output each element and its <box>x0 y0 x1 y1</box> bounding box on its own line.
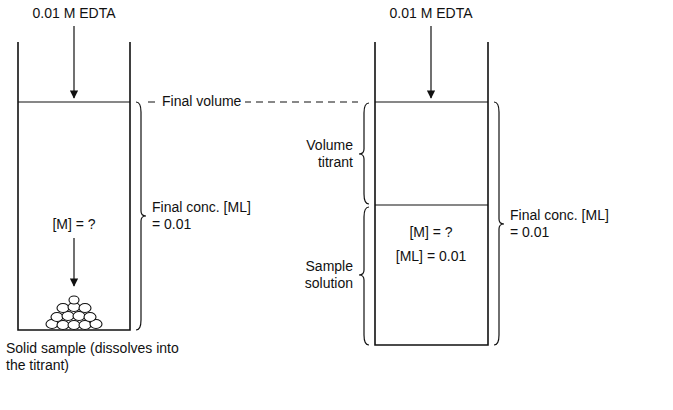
liquid-level <box>375 204 488 205</box>
annotation-label: Sample solution <box>283 258 353 292</box>
annotation-label: Solid sample (dissolves into the titrant… <box>6 340 198 374</box>
annotation-label: 0.01 M EDTA <box>371 5 491 22</box>
liquid-level <box>375 101 488 102</box>
concentration-label: [ML] = 0.01 <box>396 248 466 265</box>
brace <box>136 102 146 330</box>
liquid-level <box>18 101 130 102</box>
brace <box>359 103 369 204</box>
annotation-label: 0.01 M EDTA <box>14 5 134 22</box>
pointer-arrow <box>73 238 74 286</box>
concentration-label: [M] = ? <box>409 224 452 241</box>
brace <box>494 102 504 345</box>
brace <box>359 207 369 345</box>
annotation-label: Final conc. [ML] = 0.01 <box>152 199 252 233</box>
annotation-label: Volume titrant <box>283 137 353 171</box>
annotation-label: Final conc. [ML] = 0.01 <box>510 207 610 241</box>
annotation-label: Final volume <box>158 93 245 110</box>
titrant-arrow <box>73 26 74 98</box>
beaker: [M] = ? <box>18 42 130 330</box>
beaker: [M] = ? [ML] = 0.01 <box>375 42 488 345</box>
titrant-arrow <box>430 26 431 98</box>
solid-sample-pile <box>46 296 102 330</box>
concentration-label: [M] = ? <box>52 216 95 233</box>
